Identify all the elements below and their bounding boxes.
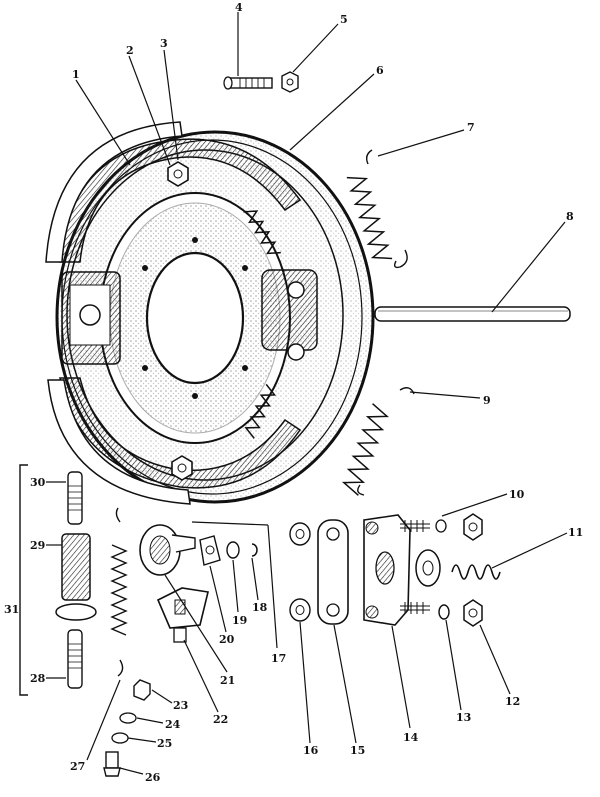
cover-plate-22 (156, 587, 209, 643)
bracket-20 (199, 535, 221, 566)
callout-21: 21 (220, 674, 235, 687)
callout-12: 12 (505, 695, 520, 708)
spring-11 (451, 564, 501, 580)
callout-17: 17 (271, 652, 286, 665)
callout-30: 30 (30, 476, 46, 489)
callout-24: 24 (165, 718, 181, 731)
washer-large (415, 549, 441, 587)
clip-18 (251, 543, 258, 557)
callout-2: 2 (126, 44, 134, 57)
callout-26: 26 (145, 771, 161, 784)
callout-18: 18 (252, 601, 268, 614)
callout-8: 8 (566, 210, 574, 223)
link-plate-15 (317, 519, 349, 625)
callout-11: 11 (568, 526, 583, 539)
callout-23: 23 (173, 699, 188, 712)
callout-29: 29 (30, 539, 45, 552)
callout-22: 22 (213, 713, 228, 726)
nut-12 (463, 599, 483, 627)
callout-28: 28 (30, 672, 46, 685)
washer-19 (226, 541, 240, 559)
lever-bracket-14 (363, 514, 430, 626)
nut-5 (281, 71, 299, 93)
adjuster-wheel-29 (55, 533, 97, 621)
washer-16-bottom (289, 598, 311, 622)
callout-labels: 1 2 3 4 5 6 7 8 9 10 11 12 13 14 15 16 1… (4, 1, 583, 784)
parts-23-24-25 (111, 679, 151, 744)
washer-13 (438, 604, 450, 620)
adjuster-assembly (261, 269, 318, 361)
callout-13: 13 (456, 711, 471, 724)
washer-10 (435, 519, 447, 533)
leader-lines (46, 12, 568, 775)
spring-7 (346, 149, 408, 269)
callout-25: 25 (157, 737, 172, 750)
brake-shoe-upper (45, 121, 302, 263)
callout-19: 19 (232, 614, 247, 627)
bolt-4 (223, 76, 273, 90)
bolt-26 (103, 751, 121, 777)
push-rod-8 (374, 306, 571, 322)
callout-5: 5 (340, 13, 348, 26)
callout-15: 15 (350, 744, 365, 757)
callout-6: 6 (376, 64, 384, 77)
washer-16-top (289, 522, 311, 546)
brake-shoe-lower (47, 377, 302, 505)
backing-plate (99, 192, 291, 444)
adjuster-30 (67, 471, 83, 525)
bracket-31 (19, 464, 28, 696)
shoe-spring-upper (243, 210, 281, 255)
anchor-nut-bottom (171, 455, 193, 481)
cam-lever-21 (139, 524, 196, 576)
nut-top-right (463, 513, 483, 541)
shoe-spring-lower (244, 383, 277, 439)
callout-3: 3 (160, 37, 168, 50)
wheel-cylinder (61, 271, 121, 365)
callout-4: 4 (235, 1, 243, 14)
anchor-nut-top (167, 161, 189, 187)
callout-14: 14 (403, 731, 419, 744)
callout-10: 10 (509, 488, 525, 501)
callout-20: 20 (219, 633, 235, 646)
callout-9: 9 (483, 394, 491, 407)
callout-27: 27 (70, 760, 85, 773)
adjuster-28 (67, 629, 83, 689)
callout-31: 31 (4, 603, 19, 616)
callout-1: 1 (72, 68, 80, 81)
callout-7: 7 (467, 121, 475, 134)
callout-16: 16 (303, 744, 319, 757)
spring-27 (110, 507, 128, 677)
